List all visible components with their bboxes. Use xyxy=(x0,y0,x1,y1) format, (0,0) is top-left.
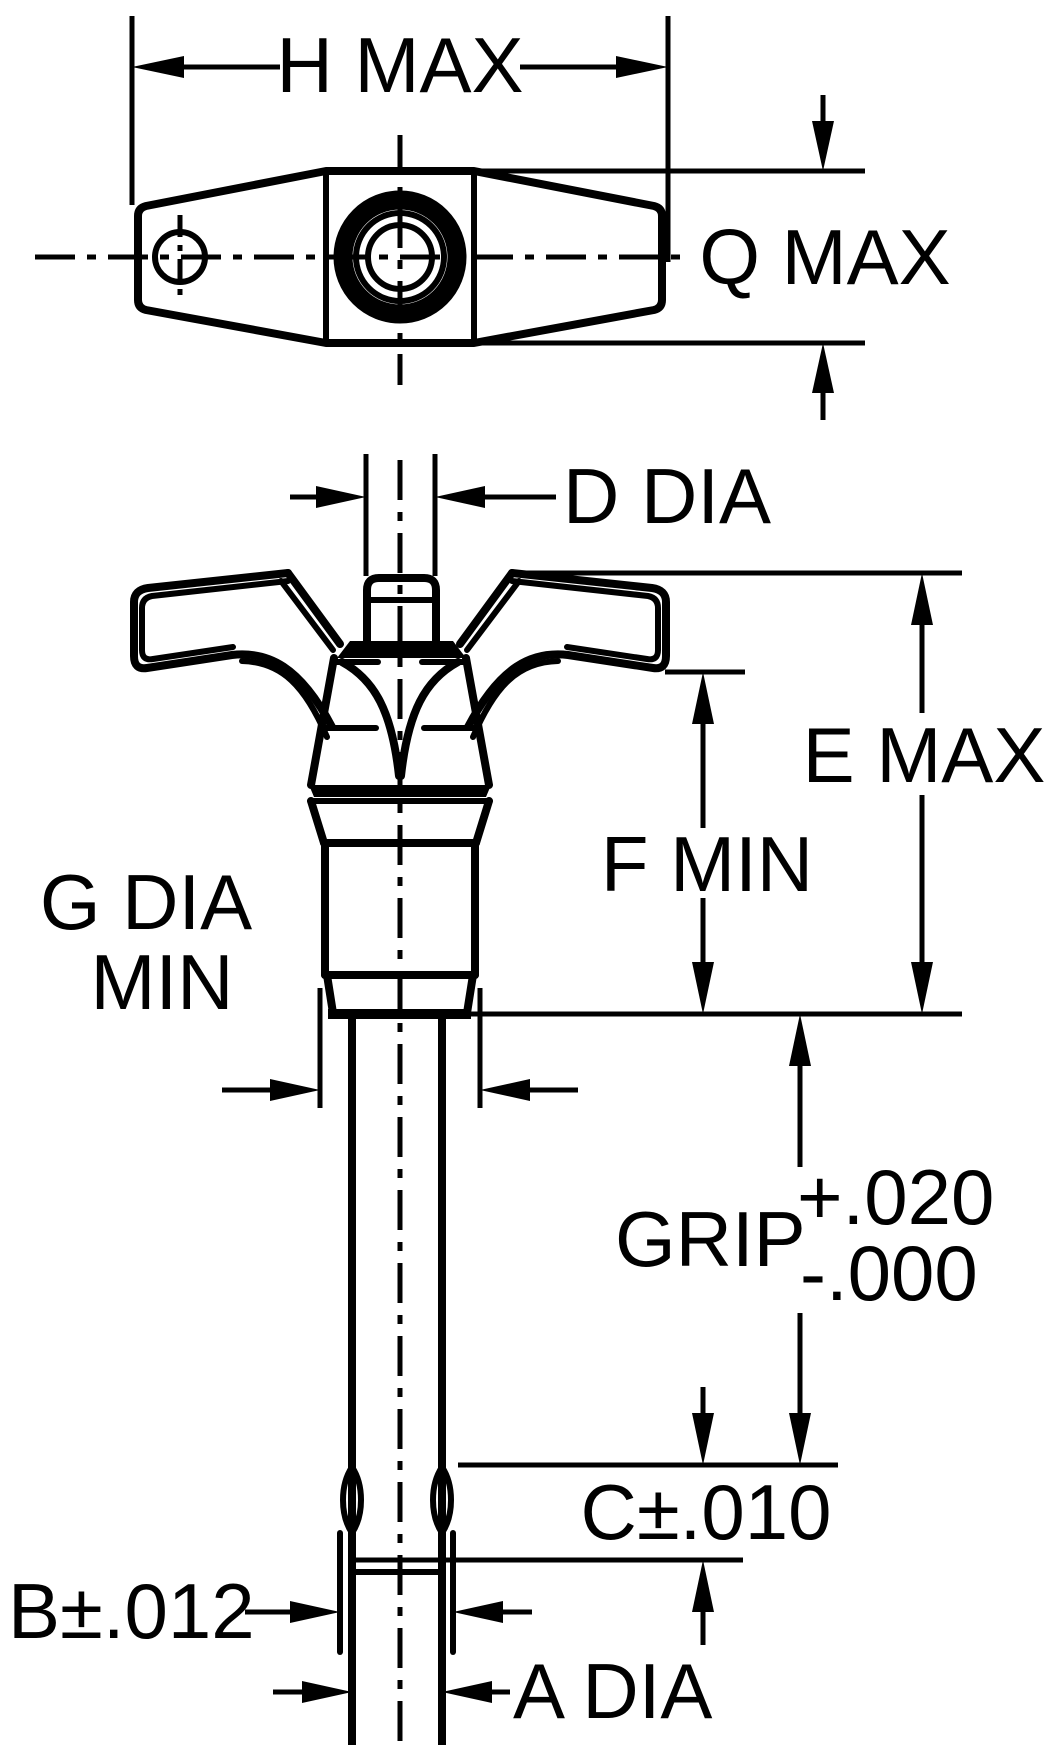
hub-side-right xyxy=(462,654,493,789)
dim-label-c: C±.010 xyxy=(581,1468,832,1556)
shoulder-taper-left xyxy=(323,971,337,1017)
arrowhead-up-icon xyxy=(692,1560,714,1612)
arrowhead-left-icon xyxy=(453,1601,503,1623)
right-wing-outline xyxy=(464,569,670,731)
parting-band xyxy=(309,785,491,797)
arrowhead-up-icon xyxy=(812,343,834,393)
dim-label-q-max: Q MAX xyxy=(699,213,950,301)
arrowhead-left-icon xyxy=(480,1079,530,1101)
pin-front-view: D DIA xyxy=(8,452,1045,1745)
dim-label-h-max: H MAX xyxy=(276,21,523,109)
dim-label-e-max: E MAX xyxy=(803,711,1046,799)
right-wing-neck xyxy=(456,569,516,648)
dim-label-g-min: MIN xyxy=(91,938,234,1026)
arrowhead-down-icon xyxy=(692,962,714,1014)
arrowhead-right-icon xyxy=(270,1079,320,1101)
hub-side-left xyxy=(307,654,338,789)
arrowhead-down-icon xyxy=(692,1413,714,1465)
left-wing-outline xyxy=(130,569,336,731)
sleeve-taper-left xyxy=(307,797,328,847)
sleeve-taper-right xyxy=(472,797,493,847)
handle-button xyxy=(363,574,440,648)
left-wing-neck-inner xyxy=(278,578,336,653)
dim-label-d-dia: D DIA xyxy=(563,452,771,540)
dim-label-a-dia: A DIA xyxy=(513,1647,712,1735)
right-wing-neck-inner xyxy=(464,578,522,653)
arrowhead-down-icon xyxy=(812,121,834,171)
lock-ball-left xyxy=(340,1464,364,1536)
boss-outer-ring xyxy=(333,190,467,324)
button-collar xyxy=(337,641,466,658)
dim-label-g-dia: G DIA xyxy=(40,858,252,946)
arrowhead-right-icon xyxy=(316,486,366,508)
arrowhead-right-icon xyxy=(290,1601,340,1623)
dim-label-f-min: F MIN xyxy=(601,820,813,908)
dim-label-grip: GRIP xyxy=(615,1195,806,1283)
left-wing-neck xyxy=(284,569,344,648)
shoulder-taper-right xyxy=(463,971,477,1017)
boss-middle-ring xyxy=(353,210,447,304)
dim-label-b: B±.012 xyxy=(8,1567,255,1655)
arrowhead-up-icon xyxy=(692,672,714,724)
arrowhead-up-icon xyxy=(911,573,933,625)
handle-top-view: H MAX Q MAX xyxy=(35,16,951,420)
arrowhead-down-icon xyxy=(911,962,933,1014)
arrowhead-up-icon xyxy=(789,1014,811,1066)
arrowhead-down-icon xyxy=(789,1413,811,1465)
dim-label-grip-tol-upper: +.020 xyxy=(797,1153,994,1241)
arrowhead-right-icon xyxy=(616,56,668,78)
left-wing-inner-line xyxy=(139,578,291,663)
arrowhead-right-icon xyxy=(302,1681,352,1703)
boss-hole xyxy=(365,222,435,292)
arrowhead-left-icon xyxy=(132,56,184,78)
lock-ball-right xyxy=(430,1464,454,1536)
funnel-right xyxy=(397,658,462,780)
right-wing-inner-line xyxy=(509,578,661,663)
dim-label-grip-tol-lower: -.000 xyxy=(800,1229,978,1317)
arrowhead-left-icon xyxy=(442,1681,492,1703)
arrowhead-left-icon xyxy=(435,486,485,508)
funnel-left xyxy=(338,658,403,780)
